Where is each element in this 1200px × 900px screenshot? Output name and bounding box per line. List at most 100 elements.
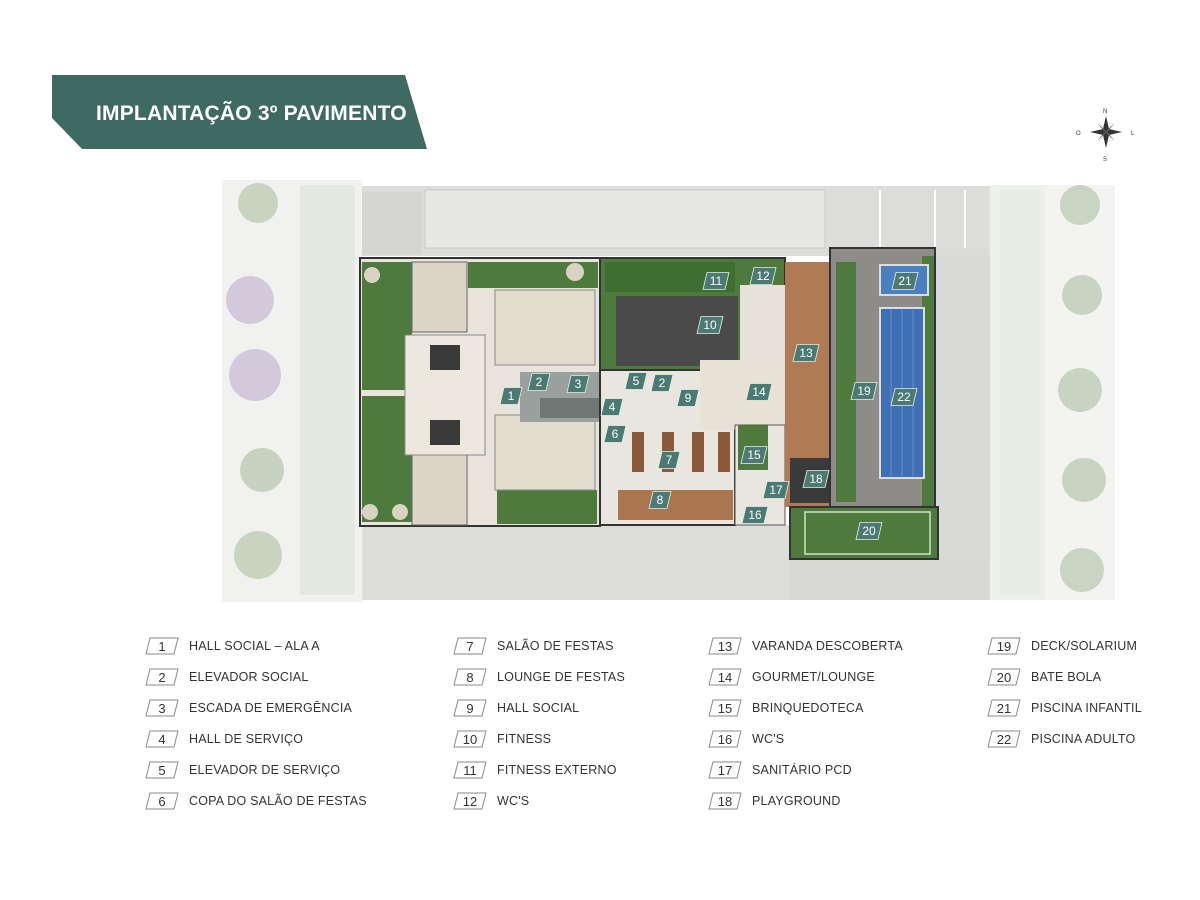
- compass-s: S: [1103, 157, 1107, 163]
- legend-number: 3: [158, 700, 166, 716]
- legend-number: 14: [717, 669, 733, 685]
- legend-label: HALL DE SERVIÇO: [189, 732, 304, 746]
- legend-label: HALL SOCIAL – ALA A: [189, 639, 320, 653]
- map-tag-number: 3: [575, 377, 582, 391]
- legend-number-badge: 1: [145, 637, 179, 655]
- legend-number: 18: [717, 793, 733, 809]
- legend-number: 22: [996, 731, 1012, 747]
- legend-number-badge: 17: [708, 761, 742, 779]
- legend-number: 6: [158, 793, 166, 809]
- faded-trees: [226, 183, 1106, 592]
- map-tag: 1: [499, 387, 523, 405]
- legend-label: ESCADA DE EMERGÊNCIA: [189, 701, 353, 715]
- legend-item: 21 PISCINA INFANTIL: [987, 698, 1142, 718]
- map-tag: 3: [566, 375, 590, 393]
- map-tag: 10: [696, 316, 724, 334]
- legend-item: 9 HALL SOCIAL: [453, 698, 579, 718]
- legend-number: 2: [158, 669, 166, 685]
- map-tag: 5: [624, 372, 648, 390]
- compass-rose-icon: N S O L: [1076, 109, 1135, 163]
- legend-label: PISCINA INFANTIL: [1031, 701, 1142, 715]
- legend-number: 11: [463, 762, 477, 778]
- map-tag-number: 12: [756, 269, 770, 283]
- legend-label: ELEVADOR SOCIAL: [189, 670, 309, 684]
- legend-number-badge: 7: [453, 637, 487, 655]
- legend-label: ELEVADOR DE SERVIÇO: [189, 763, 341, 777]
- legend-label: FITNESS: [497, 732, 552, 746]
- legend-label: HALL SOCIAL: [497, 701, 580, 715]
- legend-number-badge: 5: [145, 761, 179, 779]
- legend-label: DECK/SOLARIUM: [1031, 639, 1138, 653]
- legend-label: SANITÁRIO PCD: [752, 763, 852, 777]
- legend-number-badge: 13: [708, 637, 742, 655]
- compass-l: L: [1131, 131, 1135, 137]
- map-tag-number: 14: [752, 385, 766, 399]
- legend-number: 16: [717, 731, 733, 747]
- legend-number-badge: 18: [708, 792, 742, 810]
- title-banner: [52, 75, 427, 149]
- legend-number-badge: 14: [708, 668, 742, 686]
- legend-number: 15: [717, 700, 733, 716]
- map-tag-number: 21: [898, 274, 912, 288]
- legend-number: 19: [996, 638, 1012, 654]
- legend-number-badge: 9: [453, 699, 487, 717]
- compass-o: O: [1076, 131, 1081, 137]
- legend-label: BRINQUEDOTECA: [752, 701, 864, 715]
- legend-item: 8 LOUNGE DE FESTAS: [453, 667, 625, 687]
- legend-number: 20: [996, 669, 1012, 685]
- legend-label: WC'S: [497, 794, 530, 808]
- map-tag-number: 10: [703, 318, 717, 332]
- map-tag-number: 1: [508, 389, 515, 403]
- map-tag: 2: [650, 374, 674, 392]
- map-tag: 12: [749, 267, 777, 285]
- legend-item: 4 HALL DE SERVIÇO: [145, 729, 303, 749]
- legend-number: 13: [717, 638, 733, 654]
- legend-number: 4: [158, 731, 166, 747]
- map-tag: 8: [648, 491, 672, 509]
- legend-number-badge: 22: [987, 730, 1021, 748]
- map-tag: 11: [702, 272, 730, 290]
- legend-label: LOUNGE DE FESTAS: [497, 670, 625, 684]
- legend-number: 8: [466, 669, 474, 685]
- map-tag-number: 8: [657, 493, 664, 507]
- legend-number: 12: [462, 793, 478, 809]
- map-tag-number: 19: [857, 384, 871, 398]
- legend-number: 9: [466, 700, 474, 716]
- legend-item: 5 ELEVADOR DE SERVIÇO: [145, 760, 340, 780]
- map-tag-number: 2: [659, 376, 666, 390]
- map-tag-number: 13: [799, 346, 813, 360]
- map-tag: 2: [527, 373, 551, 391]
- map-tag: 14: [745, 383, 773, 401]
- map-tag: 7: [657, 451, 681, 469]
- map-tag: 17: [762, 481, 790, 499]
- legend-item: 17 SANITÁRIO PCD: [708, 760, 852, 780]
- legend-number-badge: 15: [708, 699, 742, 717]
- legend-label: FITNESS EXTERNO: [497, 763, 617, 777]
- legend-number: 1: [158, 638, 166, 654]
- map-tag-number: 18: [809, 472, 823, 486]
- legend-number-badge: 4: [145, 730, 179, 748]
- legend-label: COPA DO SALÃO DE FESTAS: [189, 794, 367, 808]
- legend-item: 11 FITNESS EXTERNO: [453, 760, 617, 780]
- map-tag: 16: [741, 506, 769, 524]
- map-tag: 9: [676, 389, 700, 407]
- map-tag-number: 4: [609, 400, 616, 414]
- legend-number-badge: 19: [987, 637, 1021, 655]
- legend-number-badge: 10: [453, 730, 487, 748]
- legend-item: 15 BRINQUEDOTECA: [708, 698, 864, 718]
- legend-number: 21: [996, 700, 1012, 716]
- page-title: IMPLANTAÇÃO 3º PAVIMENTO: [96, 102, 407, 125]
- legend-number-badge: 16: [708, 730, 742, 748]
- legend-number: 17: [717, 762, 733, 778]
- legend-item: 3 ESCADA DE EMERGÊNCIA: [145, 698, 352, 718]
- legend-item: 12 WC'S: [453, 791, 529, 811]
- map-tag-number: 11: [710, 274, 723, 288]
- map-tag-number: 7: [666, 453, 673, 467]
- legend-number-badge: 20: [987, 668, 1021, 686]
